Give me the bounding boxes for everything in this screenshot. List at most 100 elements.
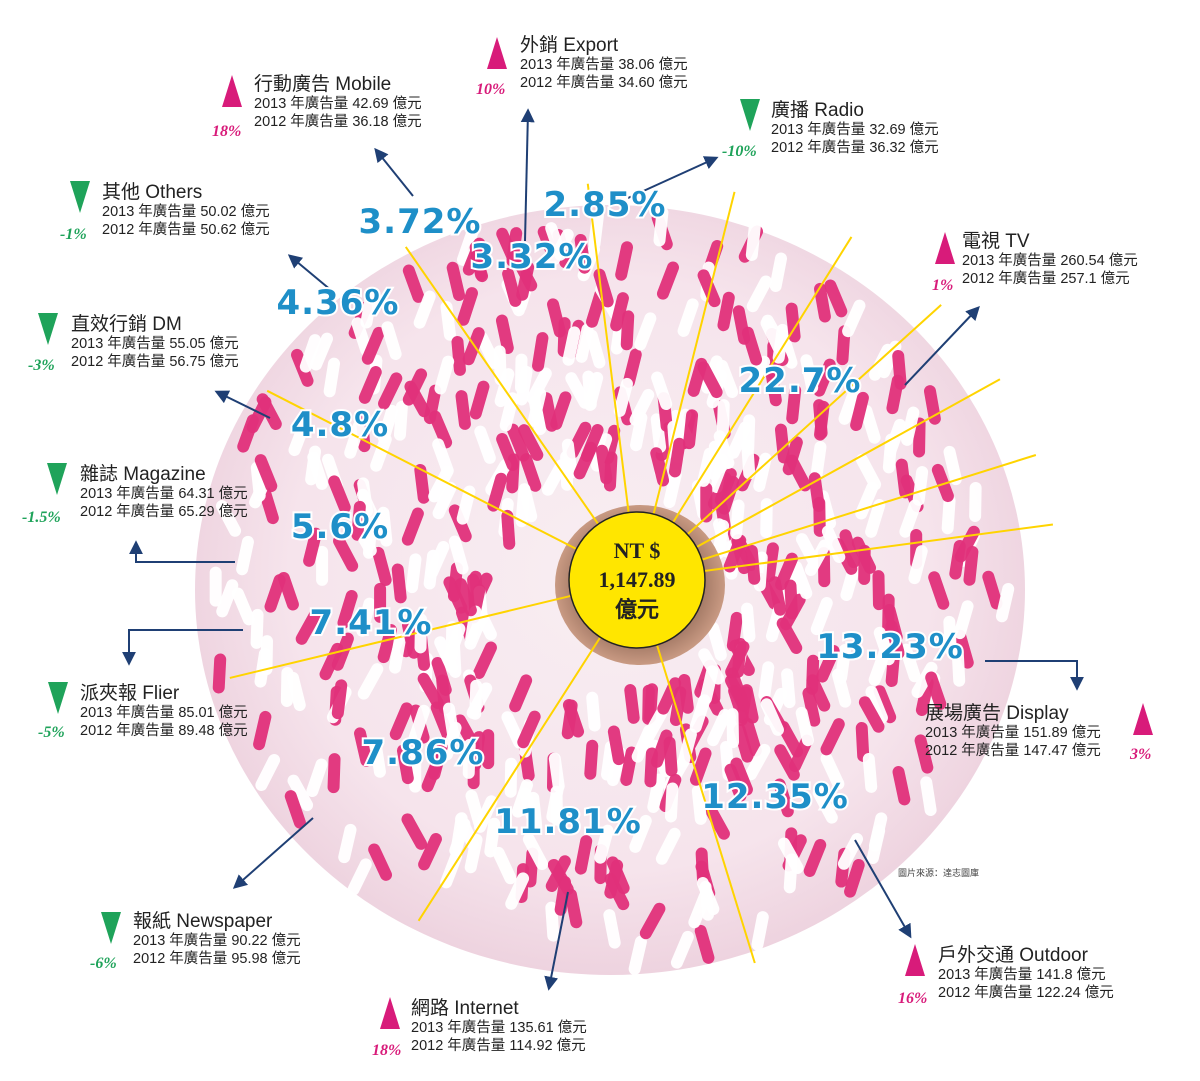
sprinkle (316, 545, 329, 586)
sprinkle (677, 728, 697, 768)
sprinkle (357, 663, 384, 700)
sprinkle (440, 300, 456, 341)
volume-line: 2012 年廣告量 36.32 億元 (771, 139, 939, 156)
sprinkle (347, 858, 372, 896)
change-percent-0: 1% (932, 277, 954, 294)
percent-label-1: 13.23% (816, 627, 964, 667)
up-triangle-icon (905, 944, 925, 976)
sprinkle (727, 421, 752, 459)
sprinkle (689, 694, 711, 733)
leader-arrow-2 (854, 839, 912, 939)
sprinkle (377, 624, 397, 664)
leader-arrow-1 (985, 660, 1084, 691)
percent-label-7: 4.8% (291, 405, 389, 445)
category-name: 報紙 Newspaper (133, 911, 273, 932)
up-triangle-icon (935, 232, 955, 264)
change-percent-2: 16% (898, 990, 928, 1007)
sprinkle (496, 433, 519, 472)
sprinkle (858, 696, 885, 733)
center-line-1: NT $ (614, 538, 661, 563)
leader-arrow-3 (544, 891, 569, 991)
percent-label-0: 22.7% (739, 361, 862, 401)
sprinkle (595, 444, 613, 485)
sprinkle (561, 699, 578, 740)
leader-arrows (122, 108, 1084, 991)
sprinkle (899, 643, 921, 683)
sprinkle (421, 754, 445, 793)
sprinkle (584, 739, 599, 780)
down-triangle-icon (70, 181, 90, 213)
volume-line: 2013 年廣告量 64.31 億元 (80, 486, 248, 503)
sprinkle (469, 241, 487, 281)
sprinkle (212, 653, 227, 694)
sprinkle (941, 494, 956, 535)
sprinkle (351, 500, 366, 541)
sprinkle (547, 298, 566, 338)
volume-line: 2012 年廣告量 114.92 億元 (411, 1037, 586, 1054)
slice-divider-4 (266, 389, 638, 581)
sprinkle (873, 685, 897, 724)
volume-line: 2013 年廣告量 151.89 億元 (925, 725, 1101, 742)
volume-line: 2013 年廣告量 141.8 億元 (938, 967, 1106, 984)
sprinkle (694, 924, 715, 964)
change-percent-7: -3% (28, 357, 55, 374)
sprinkle (639, 902, 666, 940)
sprinkle (402, 368, 428, 406)
percent-label-9: 3.72% (359, 202, 482, 242)
category-name: 電視 TV (962, 231, 1030, 252)
sprinkle (573, 441, 598, 480)
volume-line: 2013 年廣告量 42.69 億元 (254, 96, 422, 113)
sprinkle (844, 858, 865, 898)
sprinkle (953, 600, 974, 640)
sprinkle (954, 629, 974, 669)
slice-divider-10 (636, 378, 1001, 581)
sprinkle (670, 930, 694, 969)
sprinkle (216, 579, 239, 618)
sprinkle (741, 602, 756, 643)
category-name: 其他 Others (102, 182, 203, 203)
sprinkle (892, 350, 907, 390)
sprinkle (215, 500, 242, 537)
sprinkle (246, 396, 272, 434)
sprinkle (574, 233, 591, 274)
sprinkle (554, 876, 572, 916)
sprinkle (550, 391, 572, 430)
sprinkle (495, 314, 514, 354)
sprinkle (354, 727, 373, 767)
volume-line: 2012 年廣告量 122.24 億元 (938, 984, 1114, 1001)
sprinkle (331, 679, 348, 720)
sprinkle (299, 334, 321, 373)
sprinkle (418, 833, 442, 871)
sprinkle (328, 475, 351, 514)
sprinkle (860, 404, 881, 444)
volume-line: 2012 年廣告量 95.98 億元 (133, 950, 301, 967)
sprinkle (388, 634, 406, 674)
sprinkle (434, 355, 455, 395)
sprinkle (925, 671, 947, 710)
sprinkle (982, 570, 1003, 610)
volume-line: 2012 年廣告量 56.75 億元 (71, 353, 239, 370)
sprinkle (361, 326, 385, 365)
volume-line: 2012 年廣告量 89.48 億元 (80, 722, 248, 739)
sprinkle (520, 453, 542, 492)
volume-line: 2013 年廣告量 55.05 億元 (71, 336, 239, 353)
sprinkle (634, 312, 657, 351)
sprinkle (700, 482, 713, 523)
sprinkles (209, 206, 1015, 975)
down-triangle-icon (48, 682, 68, 714)
sprinkle (657, 677, 682, 715)
leader-arrow-4 (232, 817, 314, 889)
sprinkle (307, 451, 328, 490)
sprinkle (462, 738, 476, 779)
sprinkle (707, 708, 731, 747)
sprinkle (511, 779, 533, 818)
sprinkle (773, 778, 794, 818)
sprinkle (432, 481, 457, 520)
change-percent-8: -1% (60, 226, 87, 243)
sprinkle (899, 499, 921, 538)
leader-arrow-10 (520, 108, 535, 242)
sprinkle (377, 506, 393, 547)
up-triangle-icon (222, 75, 242, 107)
